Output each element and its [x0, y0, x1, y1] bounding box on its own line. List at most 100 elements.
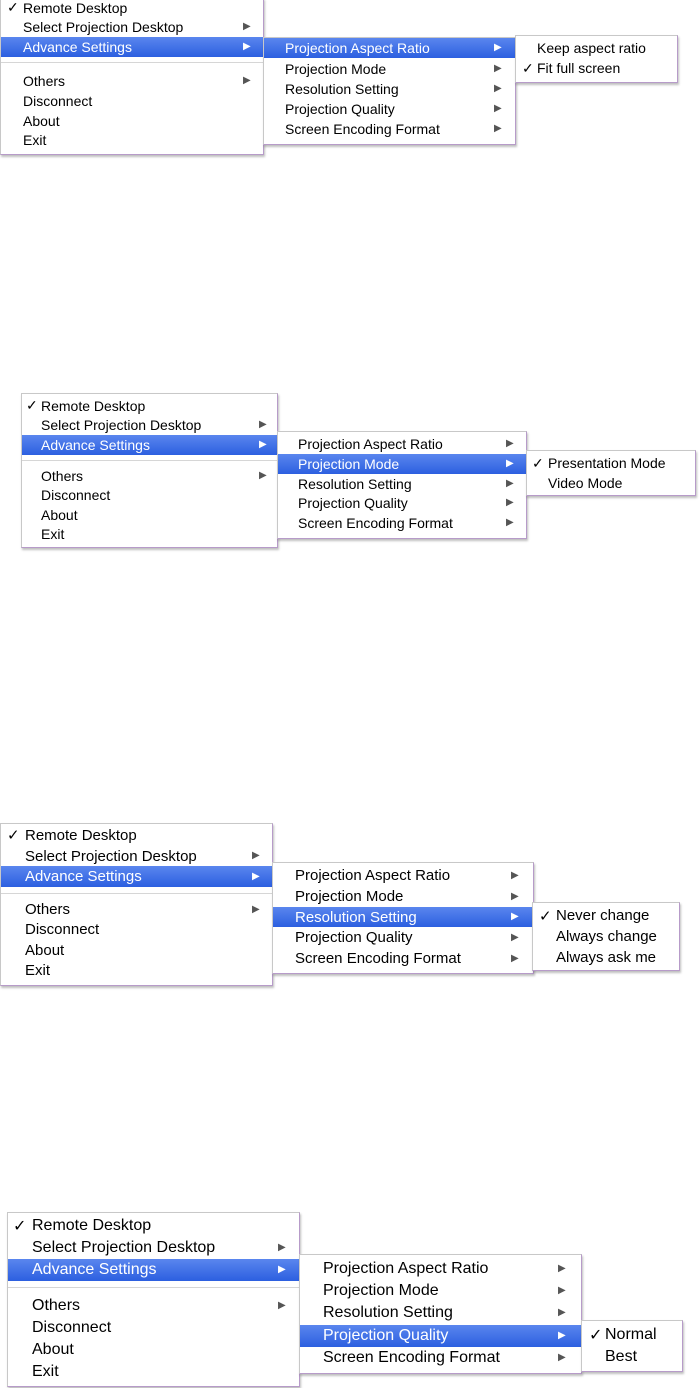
submenu-arrow-icon: ▶ — [278, 1300, 286, 1311]
menu-item-remote-desktop[interactable]: ✓ Remote Desktop — [26, 397, 146, 414]
menu-item-disconnect[interactable]: Disconnect — [32, 1319, 112, 1336]
advance-settings-submenu: Projection Aspect Ratio ▶ Projection Mod… — [299, 1254, 582, 1374]
submenu-arrow-icon: ▶ — [506, 517, 514, 528]
submenu-arrow-icon: ▶ — [511, 931, 519, 943]
menu-item-advance-settings[interactable]: Advance Settings ▶ — [8, 1259, 299, 1281]
submenu-arrow-icon: ▶ — [252, 903, 260, 915]
menu-item-others[interactable]: Others ▶ — [25, 901, 260, 918]
menu-item-screen-encoding-format[interactable]: Screen Encoding Format ▶ — [285, 121, 502, 137]
menu-separator — [8, 1287, 299, 1288]
menu-item-exit[interactable]: Exit — [32, 1363, 59, 1380]
menu-item-projection-quality[interactable]: Projection Quality ▶ — [285, 101, 502, 117]
resolution-setting-submenu: ✓ Never change Always change Always ask … — [532, 902, 680, 971]
menu-separator — [1, 62, 263, 63]
check-icon: ✓ — [13, 1218, 27, 1235]
submenu-arrow-icon: ▶ — [252, 850, 260, 861]
advance-settings-submenu: Projection Aspect Ratio ▶ Projection Mod… — [263, 37, 516, 145]
menu-item-disconnect[interactable]: Disconnect — [25, 921, 100, 938]
menu-item-select-projection-desktop[interactable]: Select Projection Desktop ▶ — [32, 1239, 286, 1256]
menu-item-always-ask-me[interactable]: Always ask me — [556, 949, 657, 966]
menu-item-video-mode[interactable]: Video Mode — [548, 475, 623, 491]
submenu-arrow-icon: ▶ — [511, 869, 519, 881]
menu-item-about[interactable]: About — [25, 942, 65, 959]
menu-item-screen-encoding-format[interactable]: Screen Encoding Format ▶ — [298, 515, 514, 531]
advance-settings-submenu: Projection Aspect Ratio ▶ Projection Mod… — [272, 862, 534, 974]
menu-item-others[interactable]: Others ▶ — [23, 73, 251, 89]
menu-item-projection-aspect-ratio[interactable]: Projection Aspect Ratio ▶ — [323, 1260, 566, 1277]
menu-item-keep-aspect-ratio[interactable]: Keep aspect ratio — [537, 40, 646, 56]
submenu-arrow-icon: ▶ — [506, 497, 514, 508]
menu-item-exit[interactable]: Exit — [25, 962, 51, 979]
submenu-arrow-icon: ▶ — [511, 952, 519, 964]
menu-item-select-projection-desktop[interactable]: Select Projection Desktop ▶ — [41, 417, 267, 433]
menu-item-always-change[interactable]: Always change — [556, 928, 657, 945]
menu-item-projection-mode[interactable]: Projection Mode ▶ — [295, 888, 519, 905]
menu-item-screen-encoding-format[interactable]: Screen Encoding Format ▶ — [323, 1349, 566, 1366]
menu-item-presentation-mode[interactable]: ✓ Presentation Mode — [532, 454, 666, 472]
menu-item-remote-desktop[interactable]: ✓ Remote Desktop — [7, 826, 137, 845]
menu-item-disconnect[interactable]: Disconnect — [23, 93, 93, 109]
submenu-arrow-icon: ▶ — [558, 1263, 566, 1274]
submenu-arrow-icon: ▶ — [494, 63, 502, 74]
submenu-arrow-icon: ▶ — [558, 1307, 566, 1318]
check-icon: ✓ — [26, 397, 38, 413]
menu-item-others[interactable]: Others ▶ — [41, 468, 267, 484]
menu-item-fit-full-screen[interactable]: ✓ Fit full screen — [522, 59, 621, 77]
main-menu: ✓ Remote Desktop Select Projection Deskt… — [21, 393, 278, 548]
menu-item-remote-desktop[interactable]: ✓ Remote Desktop — [13, 1217, 152, 1235]
menu-item-projection-mode[interactable]: Projection Mode ▶ — [323, 1282, 566, 1299]
menu-item-advance-settings[interactable]: Advance Settings ▶ — [1, 866, 272, 887]
menu-item-screen-encoding-format[interactable]: Screen Encoding Format ▶ — [295, 950, 519, 967]
submenu-arrow-icon: ▶ — [494, 103, 502, 114]
menu-item-resolution-setting[interactable]: Resolution Setting ▶ — [285, 81, 502, 97]
check-icon: ✓ — [7, 0, 19, 15]
submenu-arrow-icon: ▶ — [511, 890, 519, 902]
menu-item-about[interactable]: About — [41, 507, 78, 523]
menu-item-select-projection-desktop[interactable]: Select Projection Desktop ▶ — [25, 847, 260, 865]
menu-item-resolution-setting[interactable]: Resolution Setting ▶ — [273, 907, 533, 927]
menu-item-projection-mode[interactable]: Projection Mode ▶ — [278, 454, 526, 474]
submenu-arrow-icon: ▶ — [259, 439, 267, 450]
menu-item-projection-aspect-ratio[interactable]: Projection Aspect Ratio ▶ — [264, 38, 515, 58]
menu-item-others[interactable]: Others ▶ — [32, 1297, 286, 1314]
menu-item-disconnect[interactable]: Disconnect — [41, 487, 111, 503]
submenu-arrow-icon: ▶ — [511, 911, 519, 922]
menu-item-exit[interactable]: Exit — [23, 132, 47, 148]
submenu-arrow-icon: ▶ — [278, 1264, 286, 1275]
submenu-arrow-icon: ▶ — [259, 419, 267, 430]
submenu-arrow-icon: ▶ — [278, 1242, 286, 1253]
menu-item-about[interactable]: About — [23, 113, 60, 129]
main-menu: ✓ Remote Desktop Select Projection Deskt… — [0, 823, 273, 986]
submenu-arrow-icon: ▶ — [506, 438, 514, 449]
check-icon: ✓ — [539, 907, 552, 925]
projection-mode-submenu: ✓ Presentation Mode Video Mode — [526, 450, 696, 496]
aspect-ratio-submenu: Keep aspect ratio ✓ Fit full screen — [515, 35, 678, 83]
menu-item-select-projection-desktop[interactable]: Select Projection Desktop ▶ — [23, 19, 251, 35]
menu-item-exit[interactable]: Exit — [41, 526, 65, 542]
advance-settings-submenu: Projection Aspect Ratio ▶ Projection Mod… — [277, 431, 527, 539]
menu-item-advance-settings[interactable]: Advance Settings ▶ — [22, 435, 277, 455]
menu-item-never-change[interactable]: ✓ Never change — [539, 907, 650, 925]
submenu-arrow-icon: ▶ — [494, 83, 502, 94]
submenu-arrow-icon: ▶ — [558, 1330, 566, 1341]
menu-item-projection-quality[interactable]: Projection Quality ▶ — [300, 1325, 581, 1347]
menu-item-projection-aspect-ratio[interactable]: Projection Aspect Ratio ▶ — [295, 867, 519, 884]
menu-item-resolution-setting[interactable]: Resolution Setting ▶ — [323, 1304, 566, 1321]
submenu-arrow-icon: ▶ — [252, 870, 260, 882]
check-icon: ✓ — [589, 1327, 603, 1344]
menu-item-advance-settings[interactable]: Advance Settings ▶ — [1, 37, 263, 57]
check-icon: ✓ — [522, 59, 534, 76]
menu-item-resolution-setting[interactable]: Resolution Setting ▶ — [298, 476, 514, 492]
main-menu: ✓ Remote Desktop Select Projection Deskt… — [0, 0, 264, 155]
menu-item-about[interactable]: About — [32, 1341, 74, 1358]
submenu-arrow-icon: ▶ — [243, 75, 251, 86]
menu-item-projection-mode[interactable]: Projection Mode ▶ — [285, 61, 502, 77]
main-menu: ✓ Remote Desktop Select Projection Deskt… — [7, 1212, 300, 1387]
menu-item-normal[interactable]: ✓ Normal — [589, 1326, 657, 1344]
menu-item-projection-quality[interactable]: Projection Quality ▶ — [298, 495, 514, 511]
menu-item-remote-desktop[interactable]: ✓ Remote Desktop — [7, 0, 128, 16]
menu-item-projection-aspect-ratio[interactable]: Projection Aspect Ratio ▶ — [298, 436, 514, 452]
menu-item-best[interactable]: Best — [605, 1348, 638, 1365]
menu-item-projection-quality[interactable]: Projection Quality ▶ — [295, 929, 519, 946]
submenu-arrow-icon: ▶ — [558, 1285, 566, 1296]
